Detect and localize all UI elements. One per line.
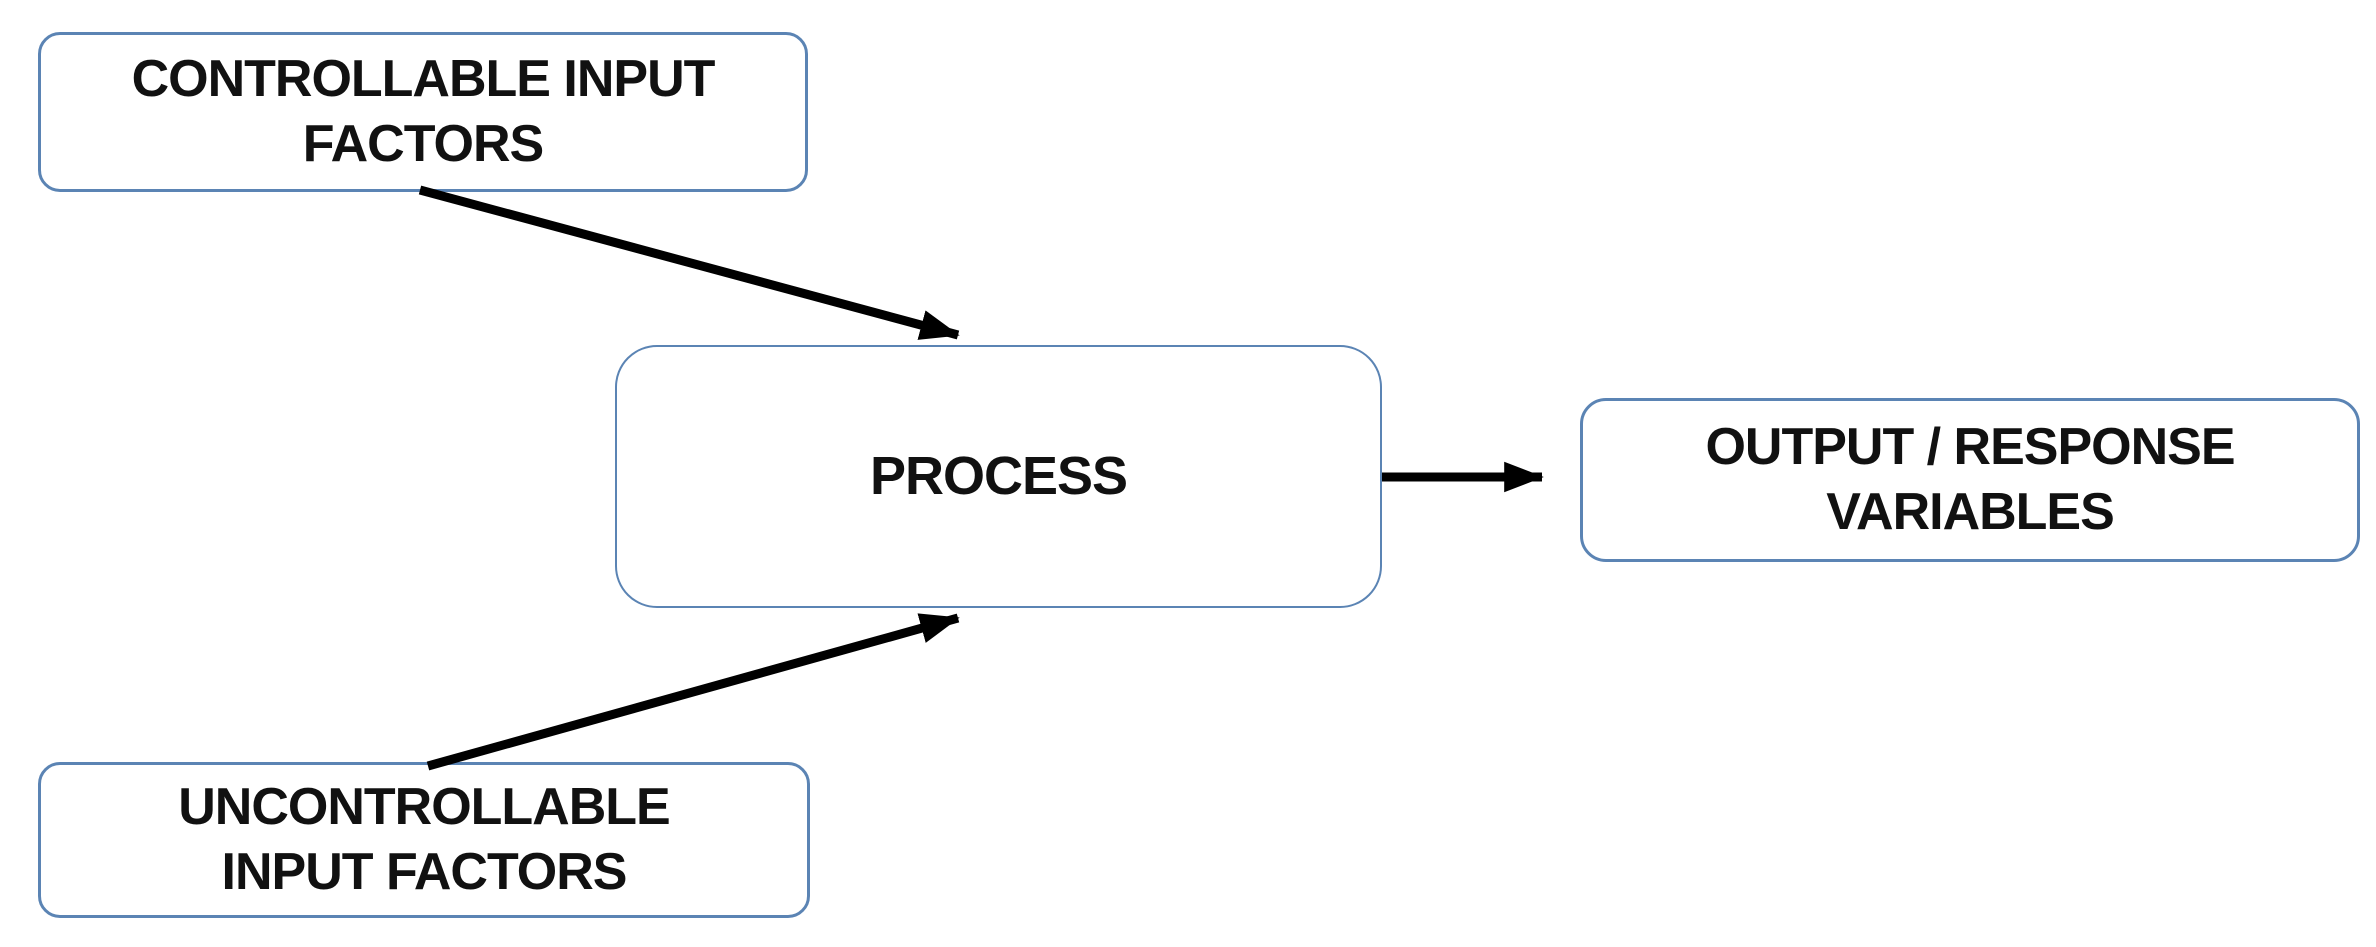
arrow-uncontrollable-to-process <box>426 613 960 771</box>
node-controllable-label: CONTROLLABLE INPUT FACTORS <box>131 50 716 173</box>
node-uncontrollable-label: UNCONTROLLABLE INPUT FACTORS <box>178 778 671 901</box>
node-output-label: OUTPUT / RESPONSE VARIABLES <box>1705 418 2235 541</box>
node-controllable-input-factors: CONTROLLABLE INPUT FACTORS <box>38 32 808 192</box>
node-process-label: PROCESS <box>869 445 1128 506</box>
arrow-controllable-to-process <box>418 185 960 340</box>
node-uncontrollable-input-factors: UNCONTROLLABLE INPUT FACTORS <box>38 762 810 918</box>
node-process: PROCESS <box>615 345 1382 608</box>
node-output-response-variables: OUTPUT / RESPONSE VARIABLES <box>1580 398 2360 562</box>
